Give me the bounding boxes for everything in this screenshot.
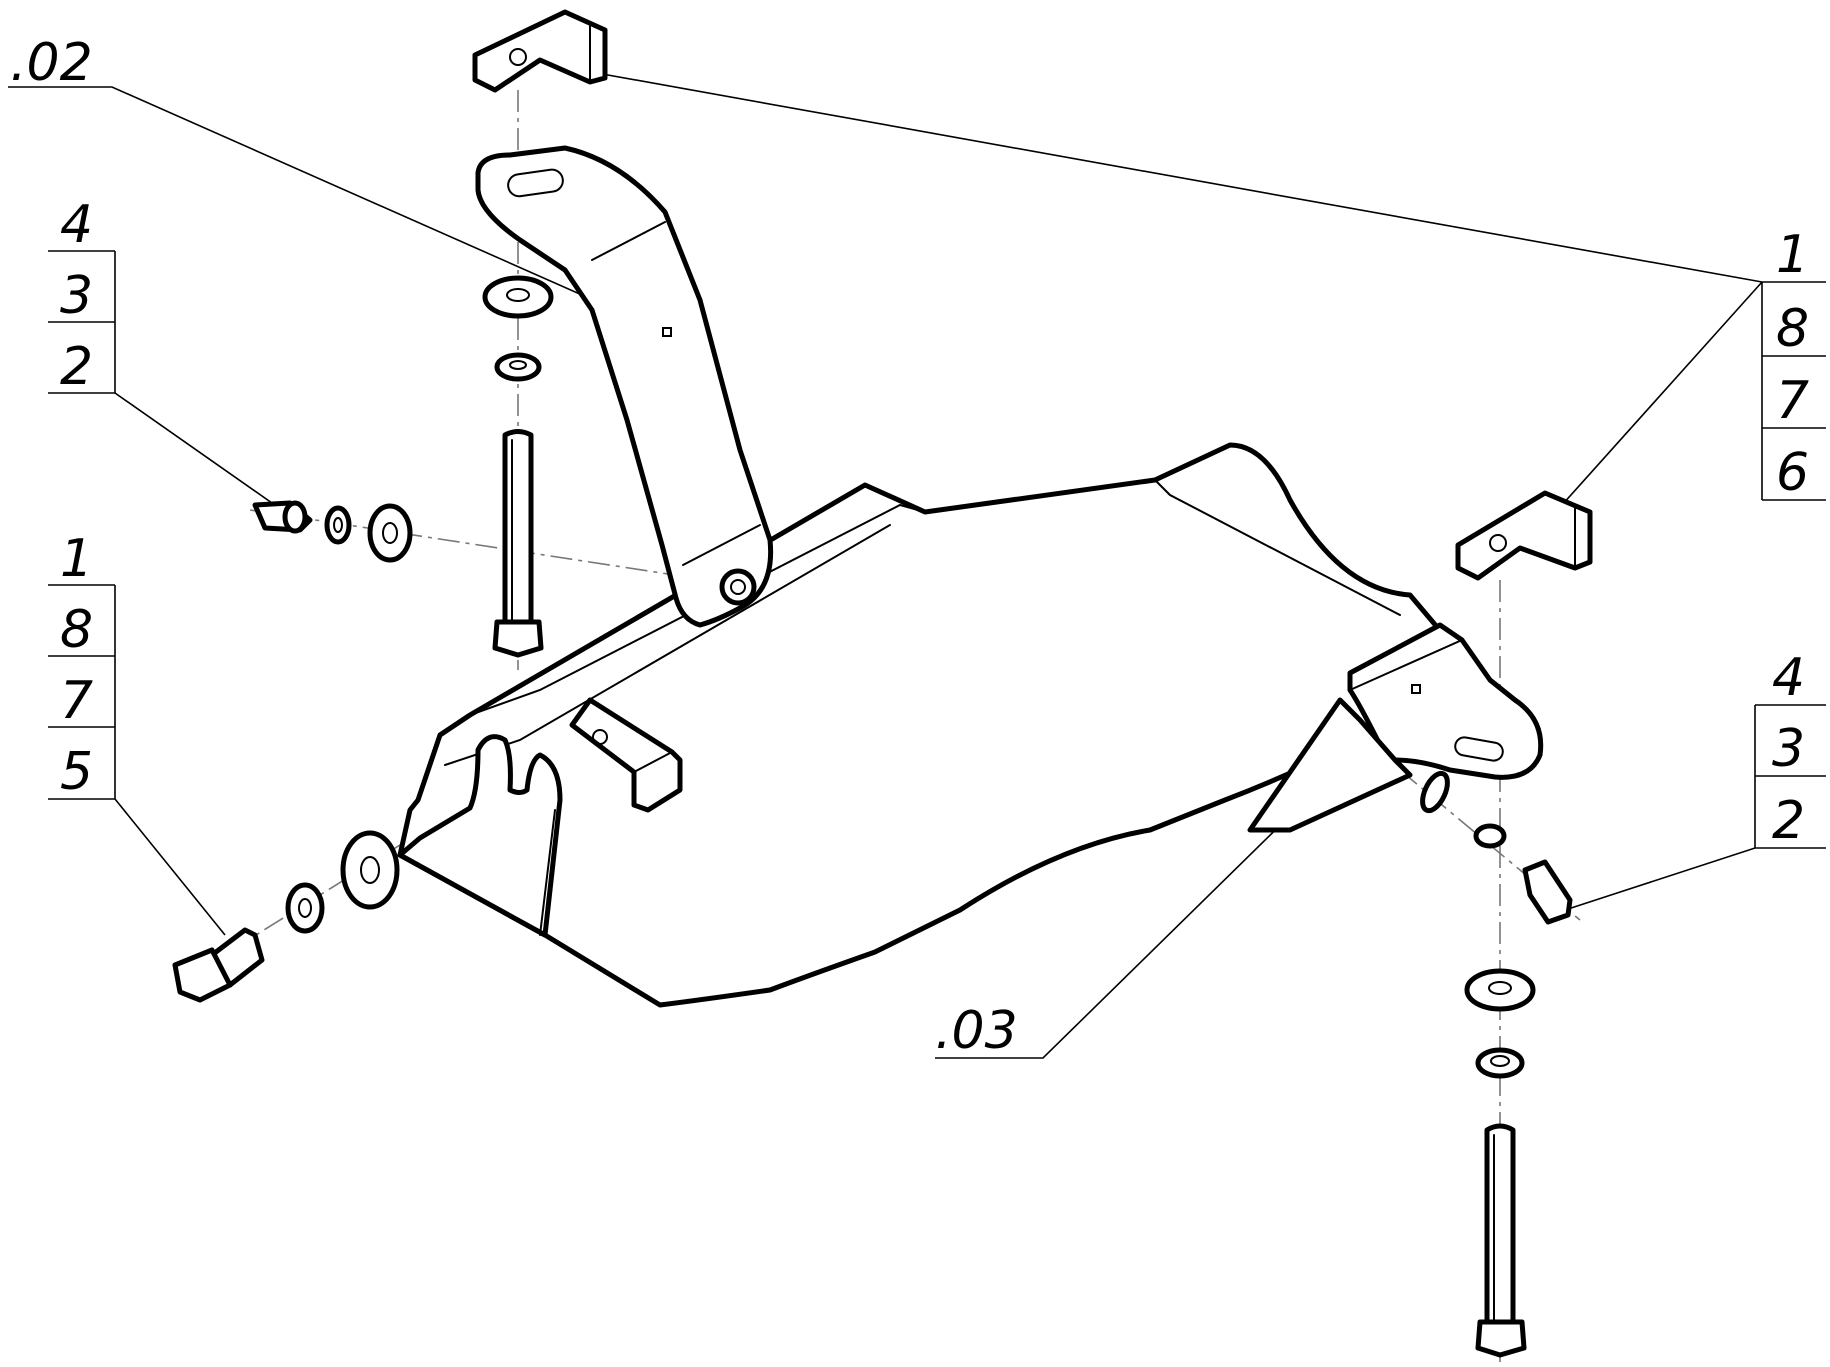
right-spring-washer xyxy=(1475,1047,1525,1079)
label-left-lower-1: 1 xyxy=(60,529,93,589)
label-left-lower-2: 8 xyxy=(60,600,93,660)
top-clip-left xyxy=(472,9,608,93)
front-fold xyxy=(397,734,563,938)
right-short-bolt xyxy=(1522,859,1573,925)
label-subassembly-03: .03 xyxy=(935,1001,1018,1061)
label-03-text: .03 xyxy=(935,1001,1018,1061)
label-right-upper-4: 6 xyxy=(1776,443,1809,503)
spring-washer xyxy=(494,352,542,382)
right-fasteners xyxy=(1420,770,1573,1358)
skid-plate xyxy=(397,442,1468,1008)
label-subassembly-02: .02 xyxy=(10,33,93,93)
label-left-upper-1: 4 xyxy=(60,195,93,255)
left-lower-fasteners xyxy=(172,830,400,1003)
washer-large xyxy=(482,275,554,319)
label-right-lower-1: 4 xyxy=(1772,648,1805,708)
label-right-upper-1: 1 xyxy=(1776,225,1809,285)
right-bracket xyxy=(1247,622,1544,833)
vertical-bolt xyxy=(502,429,534,628)
label-02-text: .02 xyxy=(10,33,93,93)
bracket-nut xyxy=(719,568,757,606)
right-bracket-body xyxy=(1347,622,1544,780)
top-clip-right xyxy=(1455,490,1593,581)
label-right-upper-2: 8 xyxy=(1776,299,1809,359)
label-left-lower-4: 5 xyxy=(60,742,93,802)
left-bracket-body xyxy=(475,145,774,628)
label-left-upper-3: 2 xyxy=(60,337,93,397)
label-right-lower-2: 3 xyxy=(1772,719,1805,779)
label-right-lower-3: 2 xyxy=(1772,791,1805,851)
left-clip xyxy=(569,697,683,813)
left-vertical-fasteners xyxy=(482,275,554,658)
left-upper-fasteners xyxy=(252,500,413,563)
label-left-upper-2: 3 xyxy=(60,266,93,326)
right-washer-large xyxy=(1464,968,1536,1012)
washer-large-left xyxy=(340,830,400,910)
label-left-lower-3: 7 xyxy=(60,671,93,731)
label-stack-right-upper: 1 8 7 6 xyxy=(1761,225,1826,503)
left-bracket xyxy=(475,145,774,628)
label-right-upper-3: 7 xyxy=(1776,371,1809,431)
right-vertical-bolt xyxy=(1484,1123,1516,1328)
skid-plate-body xyxy=(397,442,1468,1008)
label-stack-right-lower: 4 3 2 xyxy=(1754,648,1826,851)
label-stack-left-lower: 1 8 7 5 xyxy=(48,529,116,802)
label-stack-left-upper: 4 3 2 xyxy=(48,195,116,397)
